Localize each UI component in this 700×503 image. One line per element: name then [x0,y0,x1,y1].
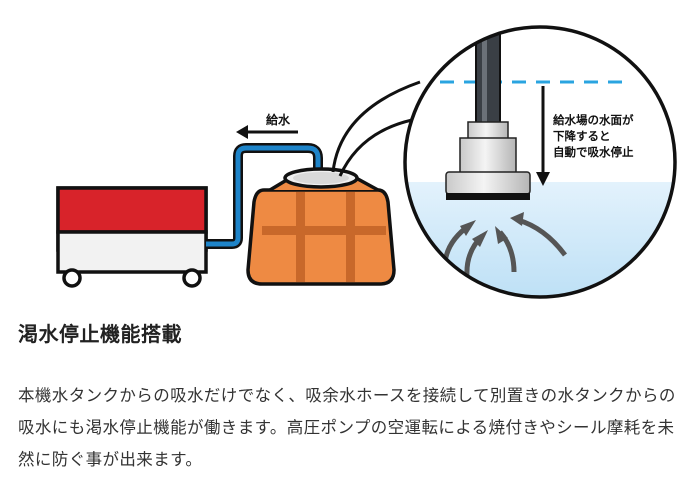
washer-machine-icon [56,186,208,288]
water-level-note: 給水場の水面が 下降すると 自動で吸水停止 [553,113,634,159]
dry-run-stop-illustration: 給水 [56,25,677,299]
svg-text:下降すると: 下降すると [553,129,611,143]
svg-text:給水場の水面が: 給水場の水面が [553,113,634,127]
section-description: 本機水タンクからの吸水だけでなく、吸余水ホースを接続して別置きの水タンクからの吸… [18,386,676,469]
svg-text:自動で吸水停止: 自動で吸水停止 [553,145,634,159]
section-heading: 渇水停止機能搭載 [18,322,182,346]
arrow-down-icon [536,86,550,186]
magnified-view [403,25,677,299]
water-tank-icon [246,167,396,286]
supply-arrow-icon [236,125,298,139]
zoom-lines [331,80,421,177]
supply-label: 給水 [266,112,291,127]
supply-hose-icon [206,143,323,249]
